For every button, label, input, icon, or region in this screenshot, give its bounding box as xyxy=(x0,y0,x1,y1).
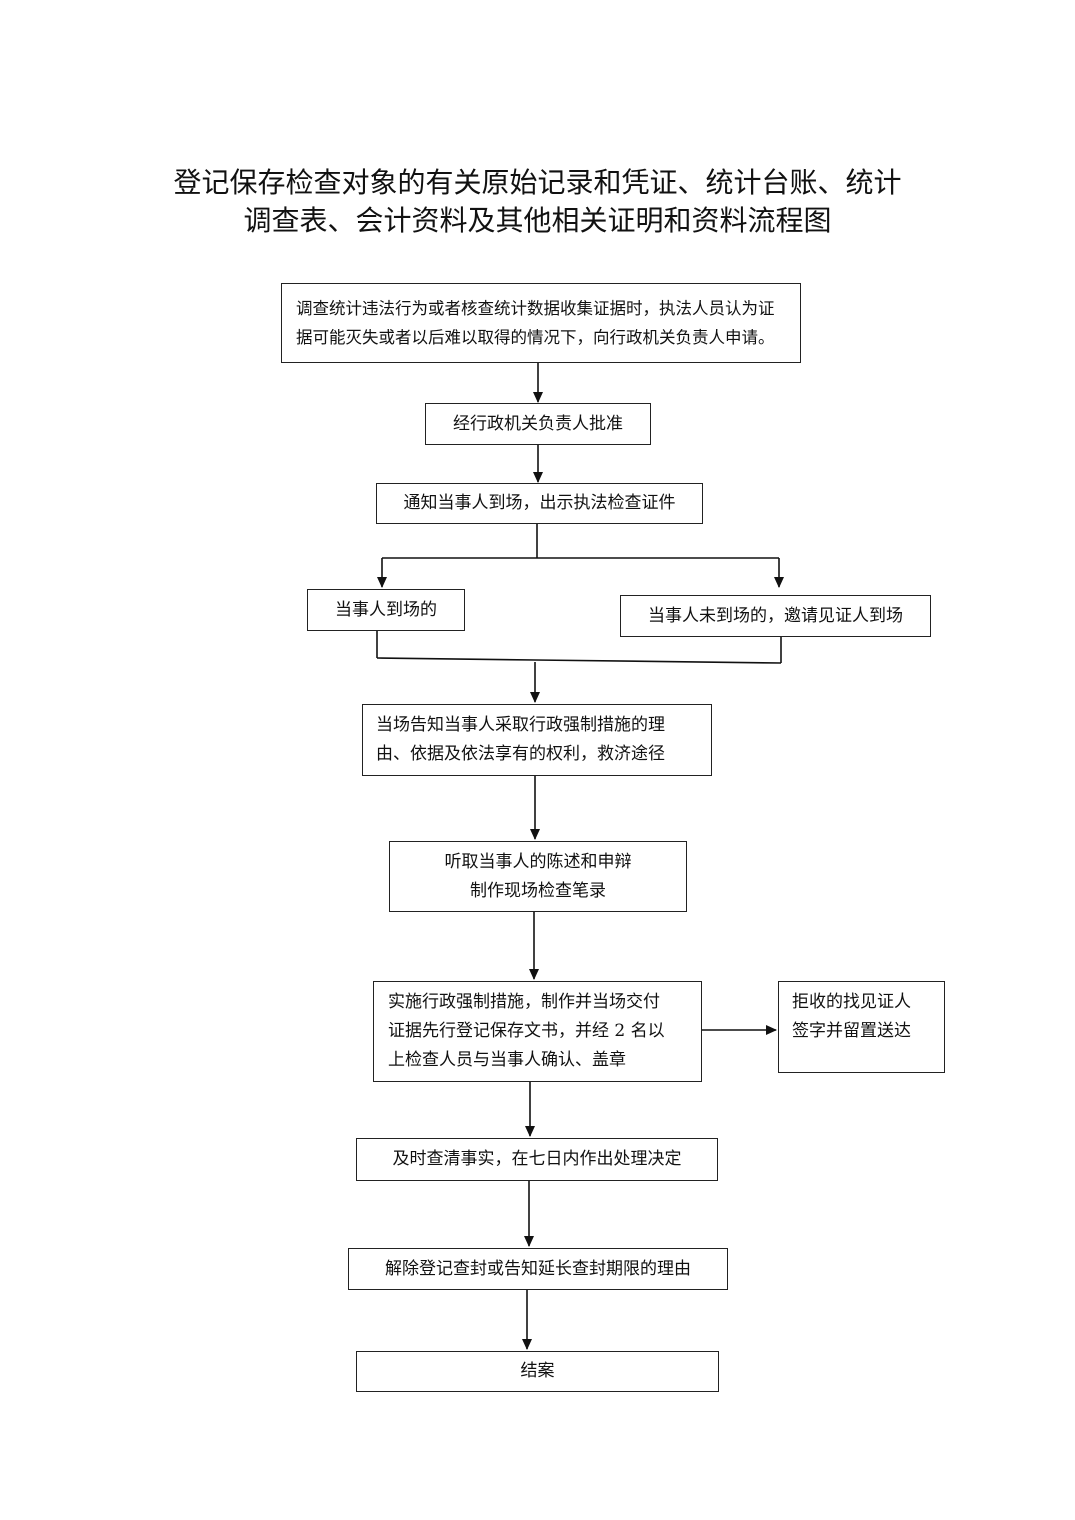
step-close-label: 结案 xyxy=(520,1361,555,1381)
step-refuse-line-2: 签字并留置送达 xyxy=(792,1021,911,1041)
step-inform-box: 当场告知当事人采取行政强制措施的理 由、依据及依法享有的权利，救济途径 xyxy=(362,704,712,776)
step-refuse-box: 拒收的找见证人 签字并留置送达 xyxy=(778,981,945,1073)
step-apply-line-2: 据可能灭失或者以后难以取得的情况下，向行政机关负责人申请。 xyxy=(296,328,775,347)
step-hear-box: 听取当事人的陈述和申辩 制作现场检查笔录 xyxy=(389,841,687,912)
step-hear-line-2: 制作现场检查笔录 xyxy=(470,880,606,901)
step-release-box: 解除登记查封或告知延长查封期限的理由 xyxy=(348,1248,728,1290)
step-apply-line-1: 调查统计违法行为或者核查统计数据收集证据时，执法人员认为证 xyxy=(296,299,775,318)
step-notify-label: 通知当事人到场，出示执法检查证件 xyxy=(403,493,676,513)
step-refuse-line-1: 拒收的找见证人 xyxy=(792,992,911,1012)
step-release-label: 解除登记查封或告知延长查封期限的理由 xyxy=(385,1258,691,1279)
step-absent-label: 当事人未到场的，邀请见证人到场 xyxy=(648,605,903,626)
step-close-box: 结案 xyxy=(356,1351,719,1392)
step-inform-line-1: 当场告知当事人采取行政强制措施的理 xyxy=(376,715,665,735)
step-approve-label: 经行政机关负责人批准 xyxy=(453,413,623,434)
diagram-title-line-1: 登记保存检查对象的有关原始记录和凭证、统计台账、统计 xyxy=(173,166,902,199)
step-inform-line-2: 由、依据及依法享有的权利，救济途径 xyxy=(376,744,665,764)
step-approve-box: 经行政机关负责人批准 xyxy=(425,403,651,445)
step-hear-line-1: 听取当事人的陈述和申辩 xyxy=(444,851,632,872)
step-implement-line-3: 上检查人员与当事人确认、盖章 xyxy=(388,1050,626,1070)
diagram-title-line-2: 调查表、会计资料及其他相关证明和资料流程图 xyxy=(243,204,832,237)
step-notify-box: 通知当事人到场，出示执法检查证件 xyxy=(376,483,703,524)
step-decide-label: 及时查清事实，在七日内作出处理决定 xyxy=(392,1149,682,1169)
step-implement-line-2: 证据先行登记保存文书，并经 2 名以 xyxy=(388,1021,665,1041)
line-merge-horizontal xyxy=(376,657,782,664)
step-implement-line-1: 实施行政强制措施，制作并当场交付 xyxy=(388,992,660,1012)
step-implement-box: 实施行政强制措施，制作并当场交付 证据先行登记保存文书，并经 2 名以 上检查人… xyxy=(373,981,702,1082)
step-apply-box: 调查统计违法行为或者核查统计数据收集证据时，执法人员认为证 据可能灭失或者以后难… xyxy=(281,283,801,363)
step-present-box: 当事人到场的 xyxy=(307,589,465,631)
step-present-label: 当事人到场的 xyxy=(335,599,437,620)
step-decide-box: 及时查清事实，在七日内作出处理决定 xyxy=(356,1138,718,1181)
step-absent-box: 当事人未到场的，邀请见证人到场 xyxy=(620,595,931,637)
